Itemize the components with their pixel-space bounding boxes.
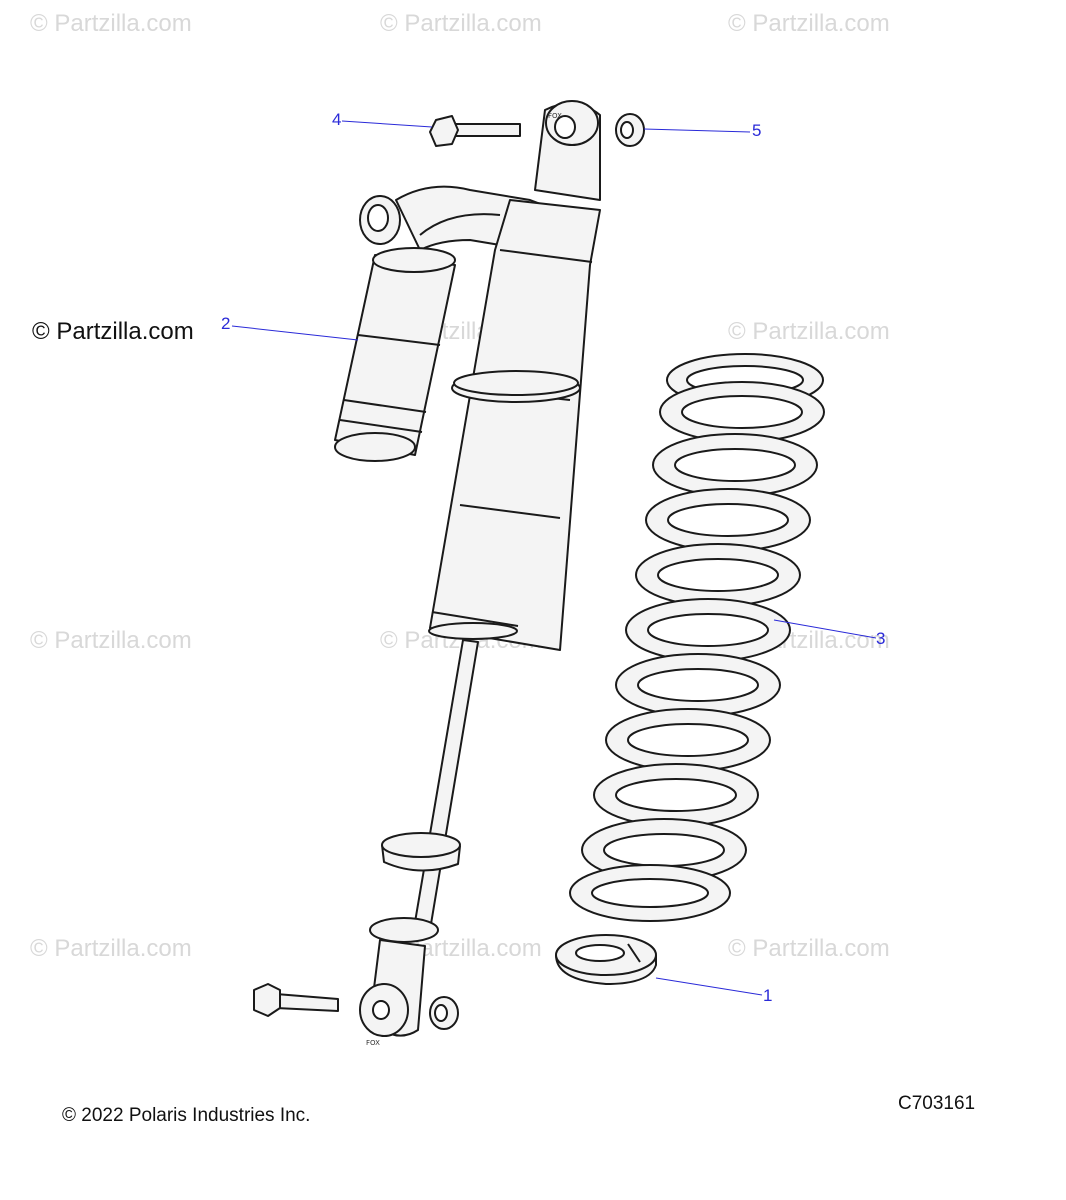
top-mount-bushing[interactable] bbox=[615, 113, 645, 147]
watermark: © Partzilla.com bbox=[380, 10, 542, 37]
watermark: © Partzilla.com bbox=[30, 10, 192, 37]
callout-3[interactable]: 3 bbox=[876, 629, 886, 648]
leader-line bbox=[773, 619, 877, 639]
fox-marking-bottom: FOX bbox=[366, 1039, 380, 1047]
spring-retainer[interactable] bbox=[555, 934, 657, 985]
watermark: © Partzilla.com bbox=[728, 935, 890, 962]
reservoir[interactable] bbox=[334, 247, 456, 462]
fox-marking-top: FOX bbox=[548, 112, 562, 120]
callout-1[interactable]: 1 bbox=[763, 986, 773, 1005]
coil-spring[interactable] bbox=[569, 353, 825, 922]
callout-2[interactable]: 2 bbox=[221, 314, 231, 333]
bottom-mount-bolt[interactable] bbox=[253, 983, 339, 1017]
copyright-notice: © 2022 Polaris Industries Inc. bbox=[62, 1105, 311, 1126]
shock-bottom-eye[interactable]: FOX bbox=[359, 917, 439, 1047]
top-mount-bolt[interactable] bbox=[429, 115, 521, 147]
shock-shaft bbox=[413, 639, 479, 931]
shock-top-eye[interactable]: FOX bbox=[534, 100, 601, 201]
watermark: © Partzilla.com bbox=[30, 935, 192, 962]
bottom-mount-bushing[interactable] bbox=[429, 996, 459, 1030]
leader-line bbox=[643, 128, 751, 133]
preload-collar bbox=[451, 370, 581, 403]
callout-5[interactable]: 5 bbox=[752, 121, 762, 140]
diagram-code: C703161 bbox=[898, 1093, 976, 1114]
watermark: © Partzilla.com bbox=[728, 318, 890, 345]
watermark: © Partzilla.com bbox=[728, 10, 890, 37]
leader-line bbox=[341, 120, 433, 128]
leader-line bbox=[231, 325, 359, 341]
bump-stop bbox=[381, 832, 461, 872]
callout-4[interactable]: 4 bbox=[332, 110, 342, 129]
brand-watermark: © Partzilla.com bbox=[32, 318, 194, 345]
leader-line bbox=[655, 977, 763, 996]
watermark: © Partzilla.com bbox=[30, 627, 192, 654]
